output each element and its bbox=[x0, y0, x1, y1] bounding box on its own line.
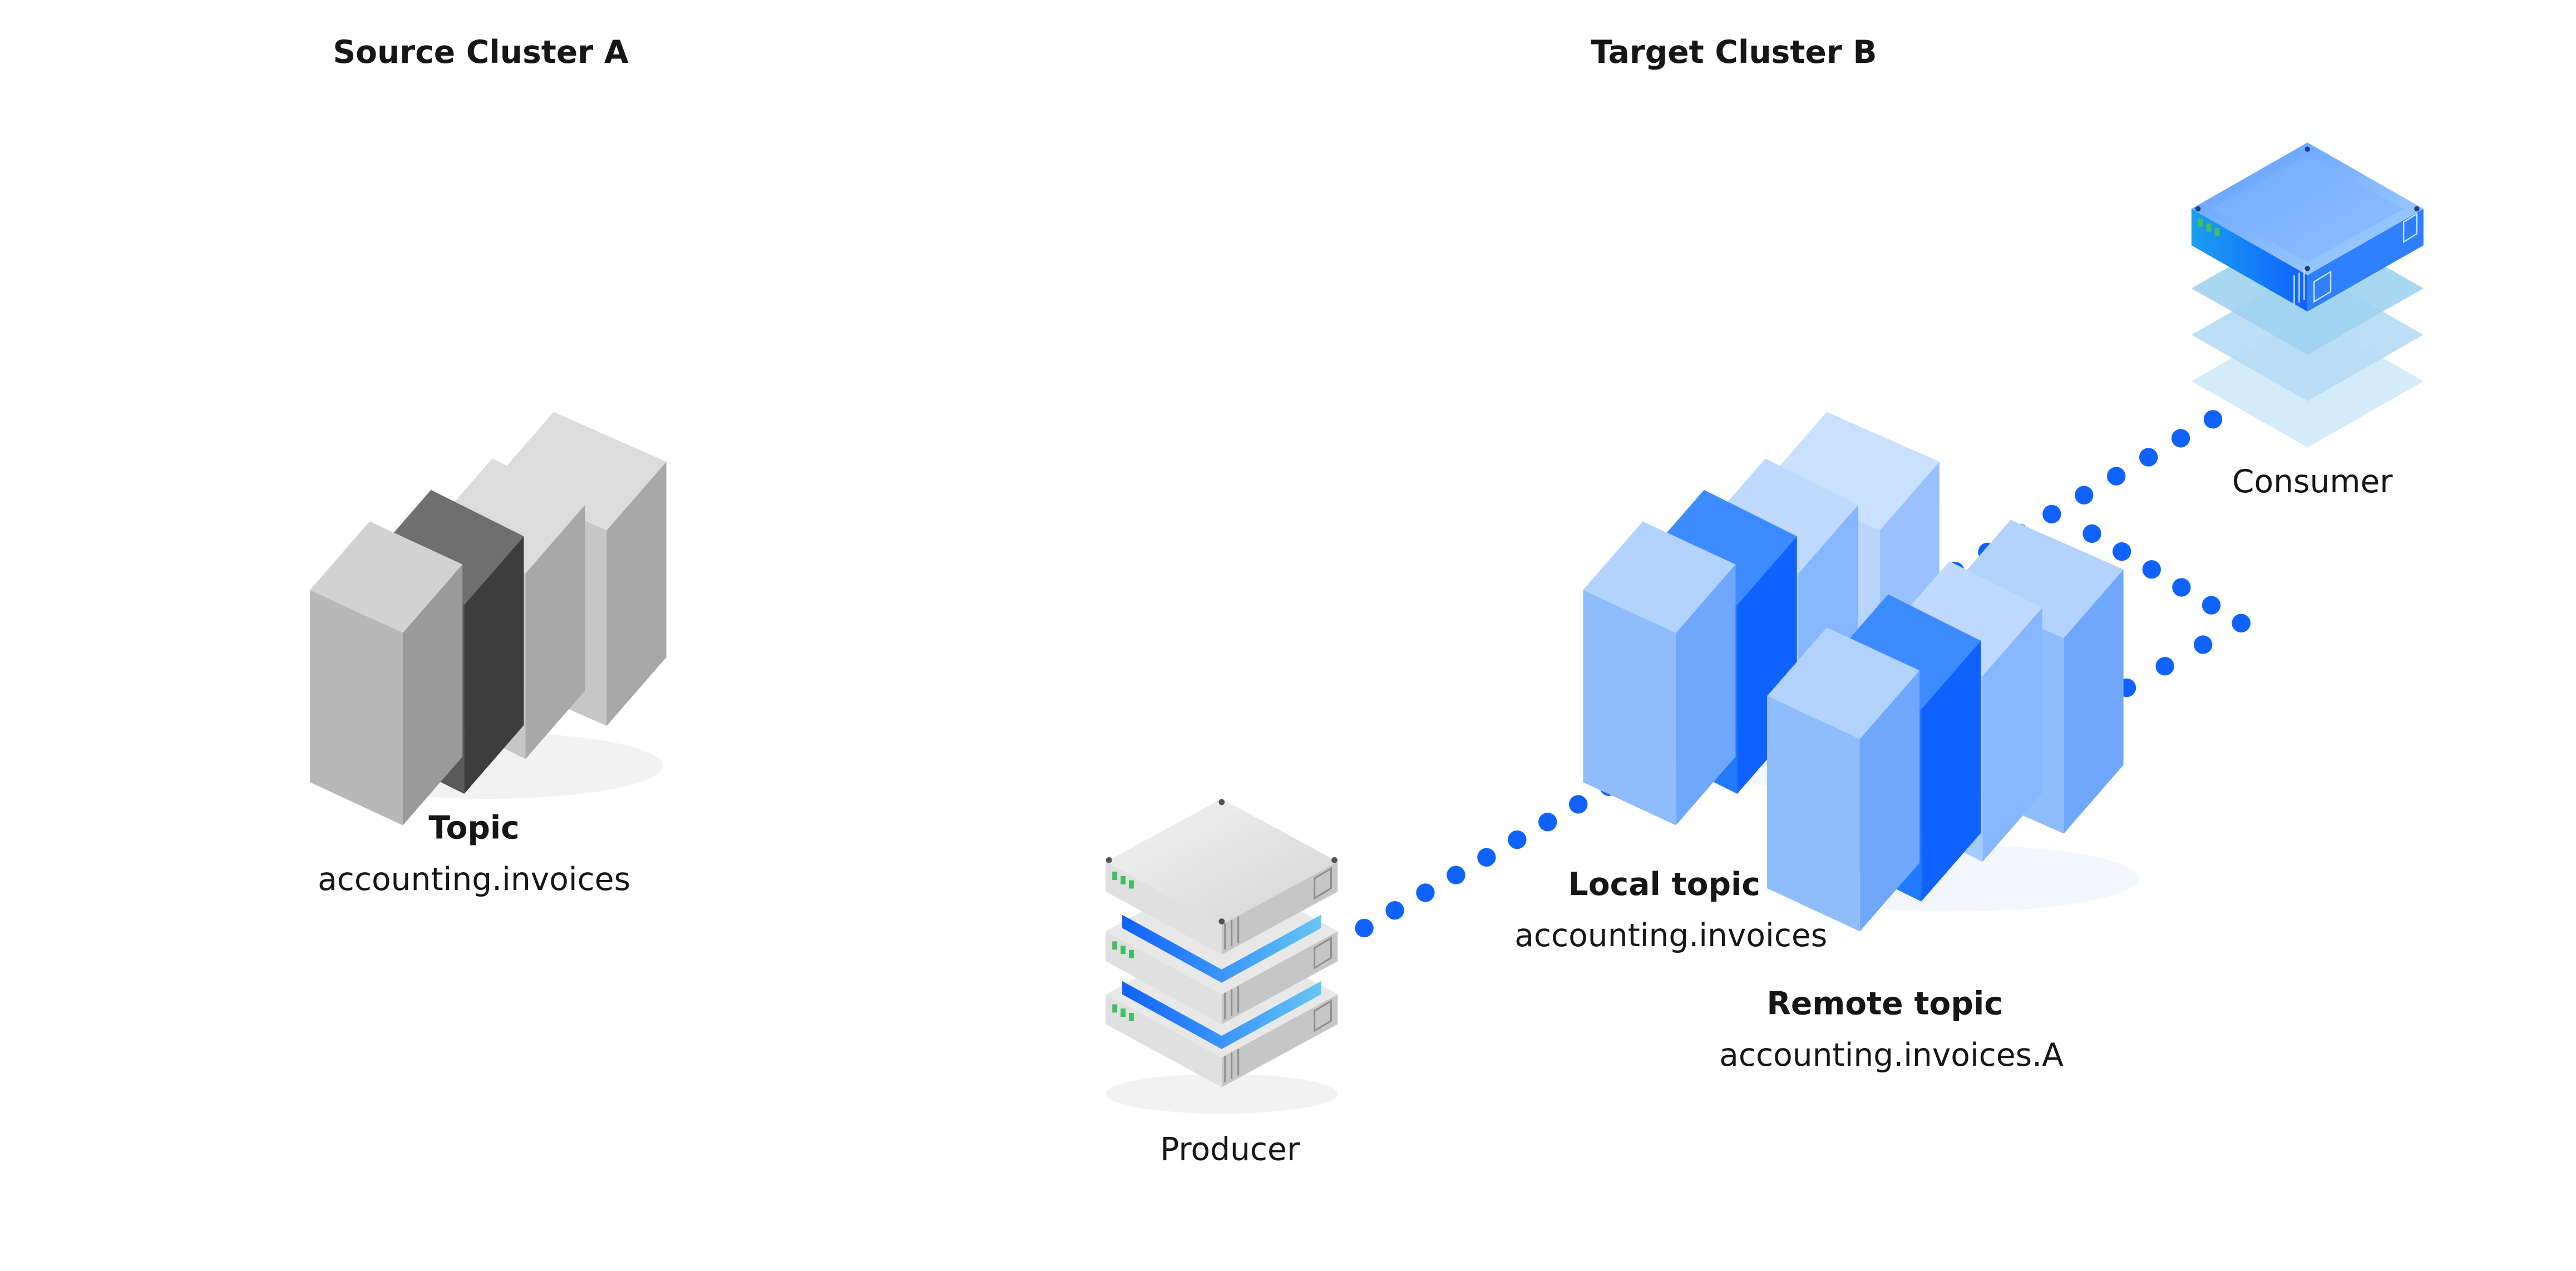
connection-dot bbox=[2112, 542, 2131, 561]
screw bbox=[2304, 265, 2311, 271]
source-cluster-title: Source Cluster A bbox=[333, 34, 629, 72]
screw bbox=[1106, 857, 1112, 863]
connection-dot bbox=[2155, 657, 2174, 676]
status-led bbox=[1112, 1004, 1118, 1013]
connection-dot bbox=[2171, 429, 2190, 448]
connection-dot bbox=[1416, 883, 1435, 902]
connection-dot bbox=[2172, 578, 2191, 597]
producer-server-icon bbox=[1106, 799, 1338, 1087]
remote-topic-name: accounting.invoices.A bbox=[1719, 1037, 2064, 1074]
connection-dot bbox=[2203, 410, 2223, 429]
screw bbox=[1331, 857, 1338, 863]
status-led bbox=[1121, 1008, 1126, 1017]
producer-label: Producer bbox=[1160, 1131, 1300, 1169]
partition-block bbox=[310, 521, 463, 825]
status-led bbox=[1128, 880, 1134, 889]
status-led bbox=[2206, 223, 2212, 232]
connection-dot bbox=[2082, 524, 2101, 543]
glow-band bbox=[1122, 914, 1321, 983]
source-topic-icon bbox=[310, 412, 667, 825]
status-led bbox=[1112, 872, 1118, 881]
server-box bbox=[2191, 142, 2424, 312]
connection-dot bbox=[2193, 635, 2213, 654]
screw bbox=[2195, 206, 2201, 212]
local-topic-name: accounting.invoices bbox=[1514, 918, 1828, 955]
screw bbox=[2304, 146, 2311, 152]
connection-dot bbox=[1569, 795, 1588, 814]
local-topic-heading: Local topic bbox=[1568, 867, 1760, 903]
consumer-server-icon bbox=[2191, 142, 2424, 448]
target-cluster-title: Target Cluster B bbox=[1591, 34, 1877, 72]
partition-block bbox=[1583, 521, 1736, 825]
screw bbox=[1218, 799, 1225, 805]
source-topic-heading: Topic bbox=[428, 810, 520, 847]
connection-dot bbox=[2042, 505, 2061, 523]
server-unit bbox=[1106, 799, 1338, 955]
status-led bbox=[1121, 946, 1126, 954]
consumer-label: Consumer bbox=[2232, 464, 2393, 501]
shadow bbox=[1106, 1074, 1338, 1114]
source-topic-name: accounting.invoices bbox=[318, 862, 631, 898]
connection-dot bbox=[1355, 918, 1374, 938]
connection-dot bbox=[1508, 830, 1527, 849]
connection-dot bbox=[2232, 614, 2251, 632]
screw bbox=[2414, 206, 2420, 212]
connection-dot bbox=[1477, 848, 1496, 867]
status-led bbox=[1121, 876, 1126, 884]
status-led bbox=[2214, 228, 2220, 236]
remote-topic-heading: Remote topic bbox=[1766, 986, 2003, 1023]
connection-dot bbox=[1538, 813, 1557, 832]
connection-dot bbox=[2202, 596, 2221, 615]
status-led bbox=[2198, 219, 2203, 228]
status-led bbox=[1128, 949, 1134, 958]
glow-band bbox=[1122, 981, 1321, 1049]
status-led bbox=[1112, 941, 1118, 950]
status-led bbox=[1128, 1013, 1134, 1021]
partition-block bbox=[1767, 627, 1920, 932]
remote-topic-icon bbox=[1767, 520, 2124, 932]
connection-dot bbox=[1385, 901, 1404, 920]
connection-dot bbox=[2142, 560, 2161, 579]
connection-dot bbox=[1447, 866, 1465, 884]
screw bbox=[1218, 918, 1225, 924]
connection-dot bbox=[2075, 486, 2094, 505]
connection-dot bbox=[2139, 448, 2158, 467]
connection-dot bbox=[2107, 467, 2126, 486]
